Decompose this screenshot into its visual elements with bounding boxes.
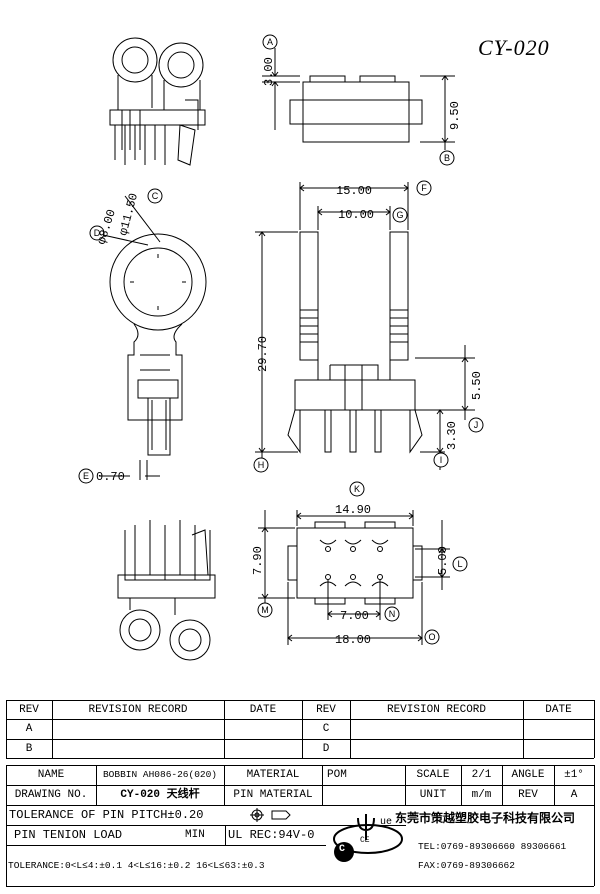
marker-a: A (267, 37, 273, 47)
revision-record-header-left: REVISION RECORD (88, 704, 188, 716)
logo-small: C (339, 844, 346, 855)
date-header-right: DATE (545, 704, 572, 716)
dim-a: 3.00 (262, 57, 276, 86)
dim-o: 18.00 (335, 633, 371, 647)
marker-circle-i (433, 452, 449, 468)
tolerance-pin-pitch: TOLERANCE OF PIN PITCH±0.20 (9, 808, 204, 822)
drawing-no-label: DRAWING NO. (14, 789, 88, 801)
marker-circle-a (262, 34, 278, 50)
dim-f: 15.00 (336, 184, 372, 198)
marker-circle-b (439, 150, 455, 166)
rev-row-b: B (25, 743, 33, 755)
logo-ring: CE (360, 836, 370, 845)
rev-row-a: A (25, 723, 33, 735)
angle-label: ANGLE (511, 769, 545, 781)
marker-g: G (396, 210, 403, 220)
name-value: BOBBIN AH086-26(020) (102, 769, 218, 780)
pin-tension-min: MIN (185, 829, 205, 841)
marker-j: J (474, 420, 479, 430)
dim-c: φ11.50 (116, 192, 141, 237)
company-name: 东莞市策越塑胶电子科技有限公司 (395, 812, 576, 826)
scale-label: SCALE (416, 769, 450, 781)
dim-m: 7.90 (251, 546, 265, 575)
marker-circle-k (349, 481, 365, 497)
ul-rec: UL REC:94V-0 (228, 828, 315, 842)
rev-row-c: C (322, 723, 330, 735)
name-label: NAME (37, 769, 65, 781)
rev-header-left: REV (19, 704, 39, 716)
tolerance-ranges: TOLERANCE:0<L≤4:±0.1 4<L≤16:±0.2 16<L≤63… (8, 860, 265, 871)
marker-n: N (389, 609, 396, 619)
logo-letters: ue (380, 817, 393, 828)
pin-material-label: PIN MATERIAL (233, 789, 313, 801)
dim-e: 0.70 (96, 470, 125, 484)
marker-circle-m (257, 602, 273, 618)
dim-k: 14.90 (335, 503, 371, 517)
marker-k: K (354, 484, 360, 494)
angle-value: ±1° (564, 769, 584, 781)
pin-tension-label: PIN TENION LOAD (14, 828, 123, 842)
marker-circle-d (89, 225, 105, 241)
marker-circle-j (468, 417, 484, 433)
revision-record-header-right: REVISION RECORD (386, 704, 487, 716)
date-header-left: DATE (249, 704, 277, 716)
marker-circle-l (452, 556, 468, 572)
marker-circle-c (147, 188, 163, 204)
marker-circle-e (78, 468, 94, 484)
company-logo (330, 806, 410, 887)
rev-header-right: REV (316, 704, 336, 716)
dim-b: 9.50 (448, 101, 462, 130)
dim-j: 3.30 (445, 421, 459, 450)
marker-o: O (428, 632, 435, 642)
rev-label: REV (518, 789, 538, 801)
marker-m: M (261, 605, 269, 615)
company-tel: TEL:0769-89306660 89306661 (418, 841, 567, 852)
marker-c: C (152, 191, 159, 201)
marker-f: F (421, 183, 427, 193)
side-view-top (262, 48, 455, 150)
model-title: CY-020 (478, 35, 550, 60)
marker-l: L (457, 559, 462, 569)
marker-i: I (440, 455, 443, 465)
iso-view-top (109, 37, 206, 166)
front-view-ring (100, 195, 207, 480)
dim-l: 5.00 (436, 546, 450, 575)
material-value: POM (327, 769, 347, 781)
marker-circle-g (392, 207, 408, 223)
marker-circle-h (253, 457, 269, 473)
marker-d: D (94, 228, 101, 238)
pin-material-symbol (250, 808, 296, 827)
plan-view-bottom (258, 510, 450, 645)
marker-h: H (258, 460, 265, 470)
unit-value: m/m (471, 789, 492, 801)
unit-label: UNIT (419, 789, 447, 801)
marker-e: E (83, 471, 89, 481)
rev-value: A (570, 789, 578, 801)
front-elevation (255, 182, 475, 470)
technical-drawing: A B C D E F G H I J K L M N O 3.00 9.50 … (78, 34, 484, 661)
dim-i: 5.50 (470, 371, 484, 400)
drawing-no-value: CY-020 天线杆 (120, 789, 200, 801)
dim-h: 29.70 (256, 336, 270, 372)
scale-value: 2/1 (471, 769, 492, 781)
material-label: MATERIAL (246, 769, 300, 781)
iso-view-bottom (117, 520, 216, 661)
rev-row-d: D (322, 743, 330, 755)
marker-circle-o (424, 629, 440, 645)
marker-circle-f (416, 180, 432, 196)
dim-g: 10.00 (338, 208, 374, 222)
dim-n: 7.00 (340, 609, 369, 623)
marker-circle-n (384, 606, 400, 622)
company-fax: FAX:0769-89306662 (418, 860, 515, 871)
marker-b: B (444, 153, 450, 163)
